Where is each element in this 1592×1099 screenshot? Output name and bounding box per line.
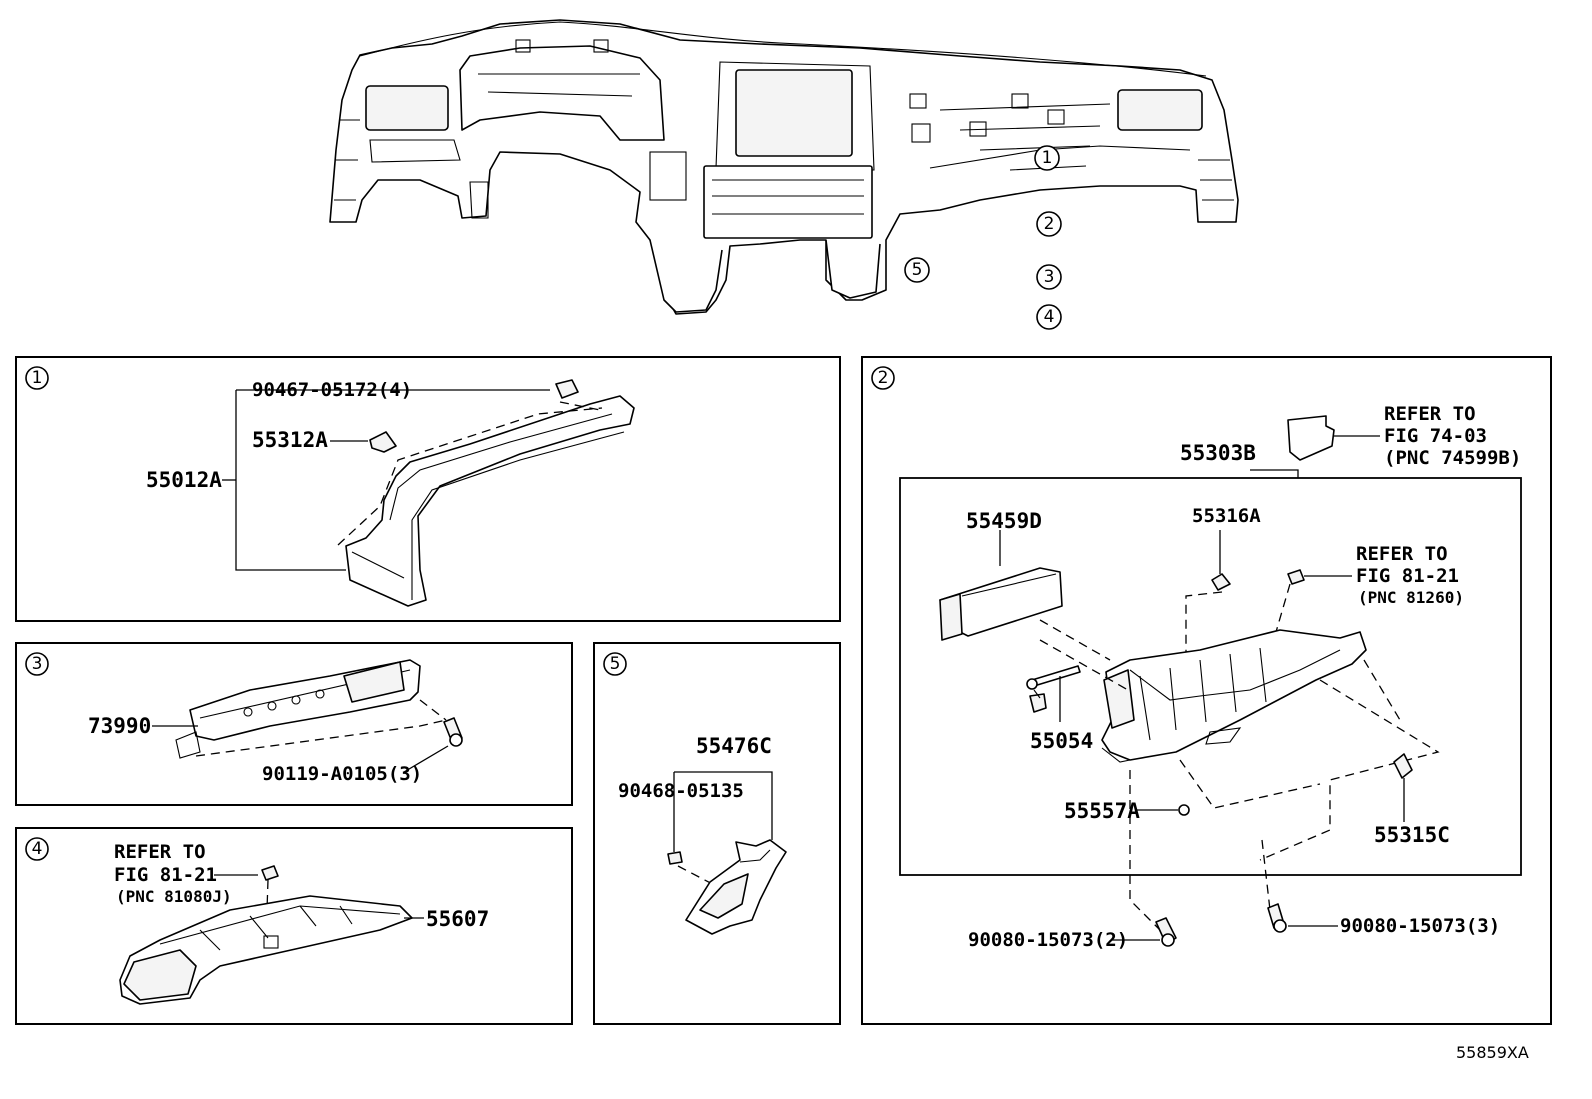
part-55476c-shape[interactable] (685, 839, 787, 935)
clip-90467-shape[interactable] (555, 379, 579, 399)
label-55303b[interactable]: 55303B (1180, 441, 1256, 465)
part-55459d-shape[interactable] (939, 567, 1063, 641)
part-55012a-shape[interactable] (345, 395, 635, 607)
callout-1-top[interactable]: 1 (1034, 145, 1060, 171)
part-55607-shape[interactable] (119, 895, 413, 1005)
part-55303b-glovebox-shape[interactable] (1101, 629, 1367, 763)
screw-55054-shape[interactable] (1029, 689, 1047, 713)
label-90080-15073-2[interactable]: 90080-15073(2) (968, 929, 1128, 951)
screw-90119-shape[interactable] (443, 717, 463, 747)
panel-1: 1 90467-05172(4) 55312A 55012A (15, 356, 841, 622)
callout-number: 4 (1044, 307, 1055, 327)
part-55557a-shape[interactable] (1178, 804, 1190, 816)
callout-3-top[interactable]: 3 (1036, 264, 1062, 290)
callout-number: 1 (1042, 148, 1053, 168)
refer-line-2: FIG 81-21 (114, 864, 217, 886)
refer-fig-74-03[interactable]: REFER TO FIG 74-03 (PNC 74599B) (1287, 403, 1521, 469)
panel-3: 3 73990 90119-A0105(3) (15, 642, 573, 806)
label-55476c[interactable]: 55476C (696, 734, 772, 758)
panel-5-callout: 5 (603, 652, 627, 676)
figure-code: 55859XA (1456, 1043, 1529, 1062)
callout-4-top[interactable]: 4 (1036, 304, 1062, 330)
refer-fig-81-21-pnc-81080j[interactable]: REFER TO FIG 81-21 (PNC 81080J) (114, 841, 279, 906)
panel-2: 2 REFER TO FIG 74-03 (PNC 74599B) 55303B… (861, 356, 1552, 1025)
label-55312a[interactable]: 55312A (252, 428, 328, 452)
label-55012a[interactable]: 55012A (146, 468, 222, 492)
refer-fig-81-21-pnc-81260[interactable]: REFER TO FIG 81-21 (PNC 81260) (1287, 543, 1464, 607)
part-55054-shape[interactable] (1026, 665, 1081, 690)
clip-90468-shape[interactable] (667, 851, 683, 865)
callout-number: 2 (878, 368, 889, 388)
label-55315c[interactable]: 55315C (1374, 823, 1450, 847)
label-55557a[interactable]: 55557A (1064, 799, 1140, 823)
label-73990[interactable]: 73990 (88, 714, 151, 738)
callout-number: 5 (610, 654, 621, 674)
callout-number: 3 (1044, 267, 1055, 287)
label-55607[interactable]: 55607 (426, 907, 489, 931)
label-90468-05135[interactable]: 90468-05135 (618, 780, 744, 802)
label-55054[interactable]: 55054 (1030, 729, 1093, 753)
panel-1-callout: 1 (25, 366, 49, 390)
label-90467-05172[interactable]: 90467-05172(4) (252, 379, 412, 401)
refer-line-3: (PNC 81260) (1358, 588, 1464, 607)
refer-line-2: FIG 74-03 (1384, 425, 1487, 447)
refer-line-1: REFER TO (1356, 543, 1448, 565)
label-55459d[interactable]: 55459D (966, 509, 1042, 533)
refer-line-3: (PNC 74599B) (1384, 447, 1521, 469)
callout-5-top[interactable]: 5 (904, 257, 930, 283)
callout-number: 3 (32, 654, 43, 674)
refer-line-1: REFER TO (1384, 403, 1476, 425)
clip-55312a-shape[interactable] (369, 431, 397, 453)
panel-3-callout: 3 (25, 652, 49, 676)
callout-number: 5 (912, 260, 923, 280)
part-73990-shape[interactable] (175, 659, 421, 759)
panel-5: 5 55476C 90468-05135 (593, 642, 841, 1025)
panel-4: 4 REFER TO FIG 81-21 (PNC 81080J) 55607 (15, 827, 573, 1025)
panel-2-callout: 2 (871, 366, 895, 390)
callout-number: 4 (32, 839, 43, 859)
label-55316a[interactable]: 55316A (1192, 505, 1261, 527)
label-90119-a0105-3[interactable]: 90119-A0105(3) (262, 763, 422, 785)
callout-number: 1 (32, 368, 43, 388)
screw-90080-2-shape[interactable] (1155, 917, 1177, 947)
callout-2-top[interactable]: 2 (1036, 211, 1062, 237)
part-55316a-shape[interactable] (1211, 573, 1231, 591)
part-55315c-shape[interactable] (1393, 753, 1413, 779)
refer-line-3: (PNC 81080J) (116, 887, 232, 906)
label-90080-15073-3[interactable]: 90080-15073(3) (1340, 915, 1500, 937)
instrument-panel-overview (329, 19, 1239, 315)
callout-number: 2 (1044, 214, 1055, 234)
panel-4-callout: 4 (25, 837, 49, 861)
refer-line-2: FIG 81-21 (1356, 565, 1459, 587)
screw-90080-3-shape[interactable] (1267, 903, 1287, 933)
refer-line-1: REFER TO (114, 841, 206, 863)
